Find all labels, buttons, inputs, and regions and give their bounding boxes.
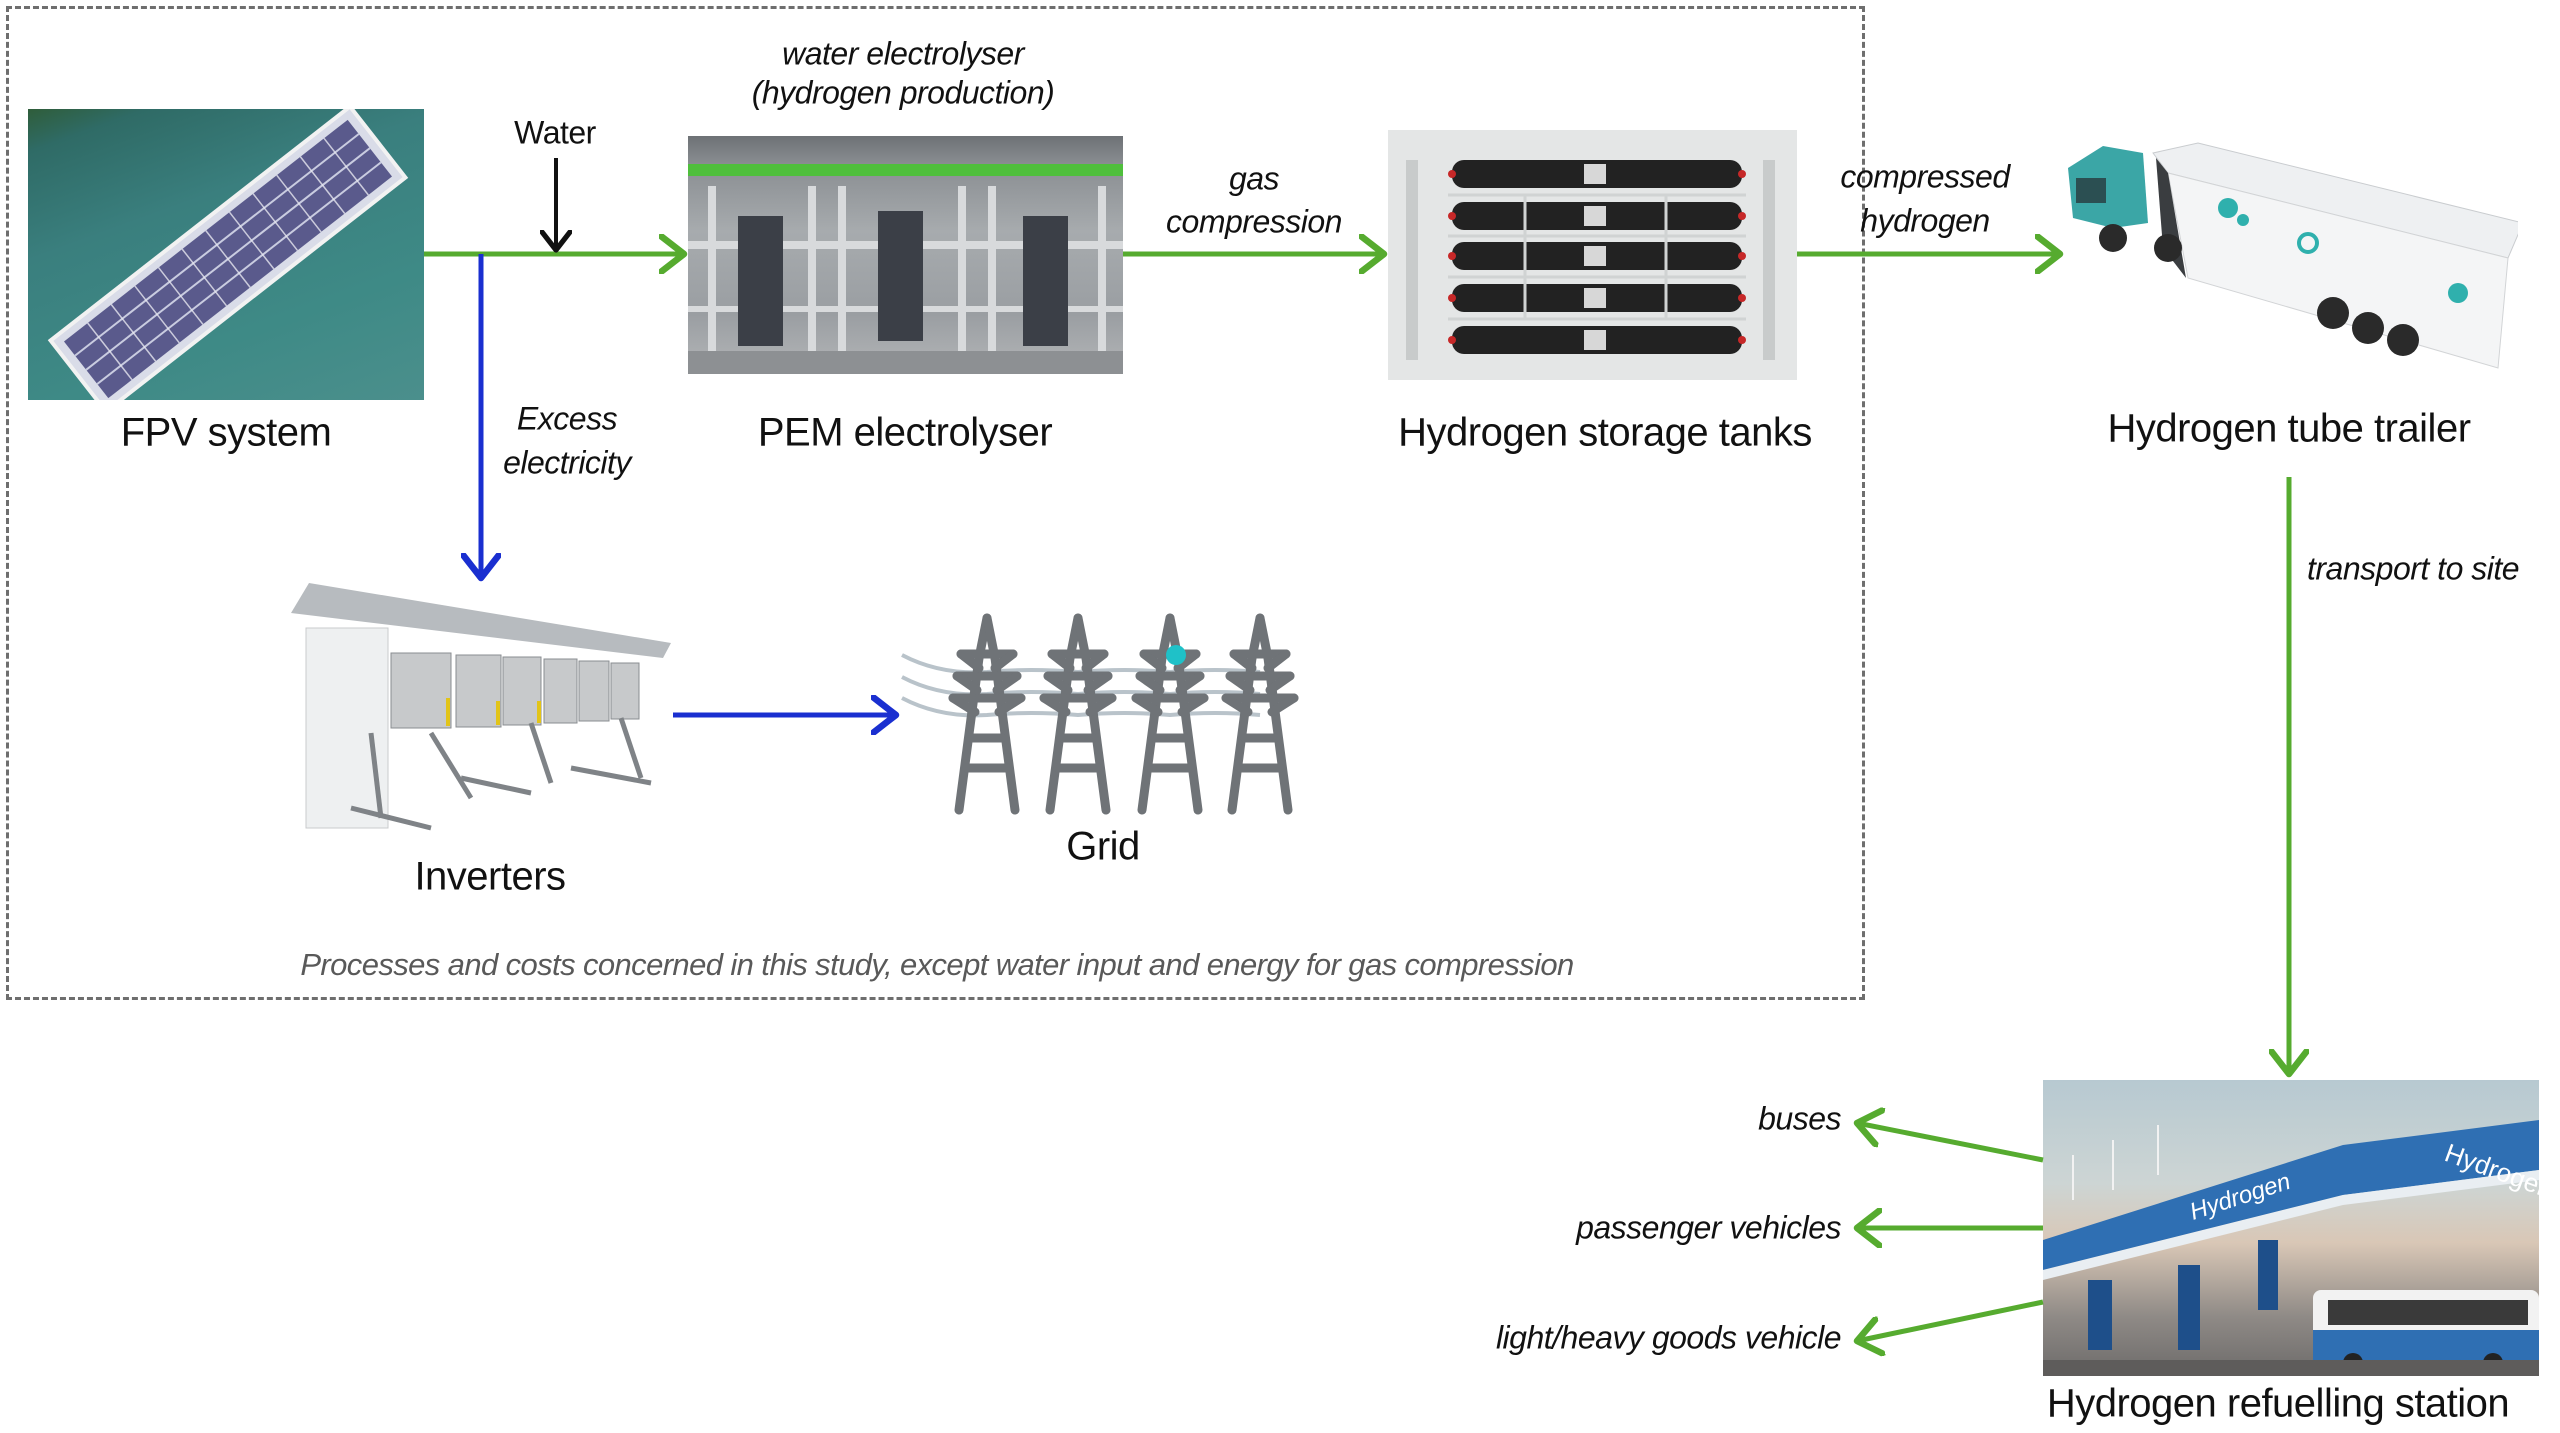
electrolyser-caption-line2: (hydrogen production) (751, 74, 1055, 111)
boundary-note: Processes and costs concerned in this st… (300, 947, 1574, 982)
hydrogen-tube-trailer-image (2068, 128, 2518, 373)
refuelling-station-icon: Hydrogen Hydrogen (2043, 1120, 2539, 1376)
water-input-label: Water (514, 114, 596, 151)
to-goods-vehicles-arrow (1857, 1299, 2044, 1341)
inverters-image (291, 583, 671, 836)
hydrogen-storage-tanks-label: Hydrogen storage tanks (1398, 410, 1812, 455)
system-boundary-box (6, 6, 1865, 1000)
to-buses-arrow (1857, 1123, 2044, 1163)
gas-compression-label-line1: gas (1228, 160, 1280, 197)
tube-trailer-truck-icon (2068, 142, 2518, 369)
end-use-passenger-vehicles: passenger vehicles (1576, 1209, 1841, 1246)
electrolyser-stacks-icon (688, 164, 1123, 374)
hydrogen-refuelling-station-image: Hydrogen Hydrogen (2043, 1080, 2539, 1376)
electrolyser-caption-line1: water electrolyser (782, 35, 1024, 72)
hydrogen-cylinders-icon (1406, 160, 1775, 360)
hydrogen-refuelling-station-label: Hydrogen refuelling station (2046, 1381, 2510, 1426)
transport-to-site-label: transport to site (2307, 550, 2520, 587)
excess-electricity-label-line2: electricity (503, 444, 631, 481)
hydrogen-tube-trailer-label: Hydrogen tube trailer (2107, 406, 2471, 451)
hydrogen-storage-tanks-image (1388, 130, 1797, 380)
compressed-hydrogen-label-line1: compressed (1840, 158, 2010, 195)
compressed-hydrogen-label-line2: hydrogen (1860, 202, 1990, 239)
inverter-rack-icon (291, 583, 671, 831)
pem-electrolyser-label: PEM electrolyser (757, 410, 1053, 455)
excess-electricity-label-line1: Excess (516, 400, 618, 437)
gas-compression-label-line2: compression (1166, 203, 1342, 240)
end-use-buses: buses (1758, 1100, 1841, 1137)
end-use-goods-vehicles: light/heavy goods vehicle (1495, 1319, 1842, 1356)
fpv-system-image (28, 109, 424, 400)
fpv-system-label: FPV system (120, 410, 332, 455)
floating-solar-array-icon (47, 109, 409, 400)
grid-label: Grid (1066, 824, 1140, 869)
inverters-label: Inverters (414, 854, 566, 899)
pem-electrolyser-image (688, 136, 1123, 374)
